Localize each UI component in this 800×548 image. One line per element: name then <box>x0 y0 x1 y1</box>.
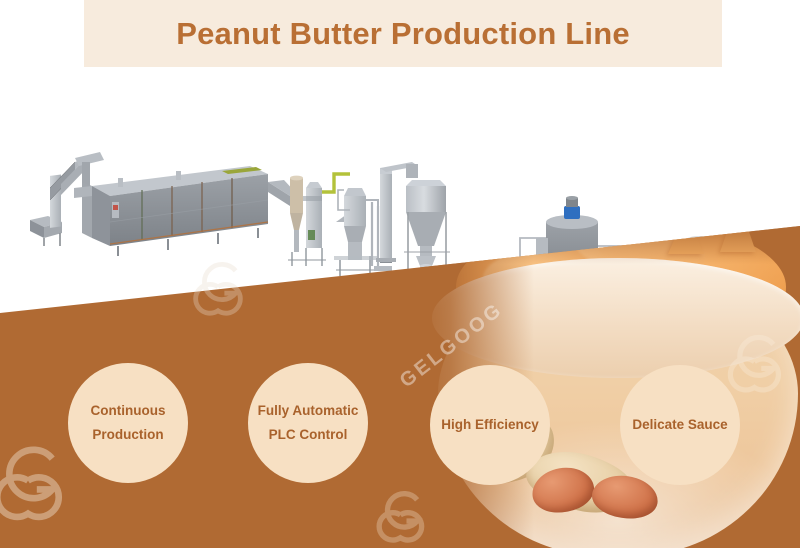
feature-label-line2: PLC Control <box>268 427 348 442</box>
title-banner: Peanut Butter Production Line <box>84 0 722 67</box>
feature-label-line1: High Efficiency <box>441 417 539 433</box>
feature-circle-high-efficiency[interactable]: High Efficiency <box>430 365 550 485</box>
feature-label-line1: Delicate Sauce <box>632 417 728 433</box>
station-bucket-elevator-infeed <box>30 152 104 246</box>
station-mixing-tank-2 <box>548 140 549 141</box>
feature-circle-fully-automatic-plc-control[interactable]: Fully Automatic PLC Control <box>248 363 368 483</box>
page-title: Peanut Butter Production Line <box>176 15 630 51</box>
station-z-type-bucket-elevator <box>376 162 418 263</box>
station-continuous-belt-roaster <box>74 166 269 256</box>
bowl-rim <box>432 258 800 378</box>
feature-label-line1: Continuous <box>90 403 166 419</box>
station-peeling-and-separating-machine <box>334 188 392 276</box>
feature-circle-delicate-sauce[interactable]: Delicate Sauce <box>620 365 740 485</box>
station-roaster-discharge-chute <box>268 180 296 206</box>
feature-circle-continuous-production[interactable]: Continuous Production <box>68 363 188 483</box>
station-cyclone-cooler <box>288 172 350 266</box>
feature-label-line2: Production <box>92 427 164 442</box>
feature-label-line1: Fully Automatic <box>257 403 359 419</box>
